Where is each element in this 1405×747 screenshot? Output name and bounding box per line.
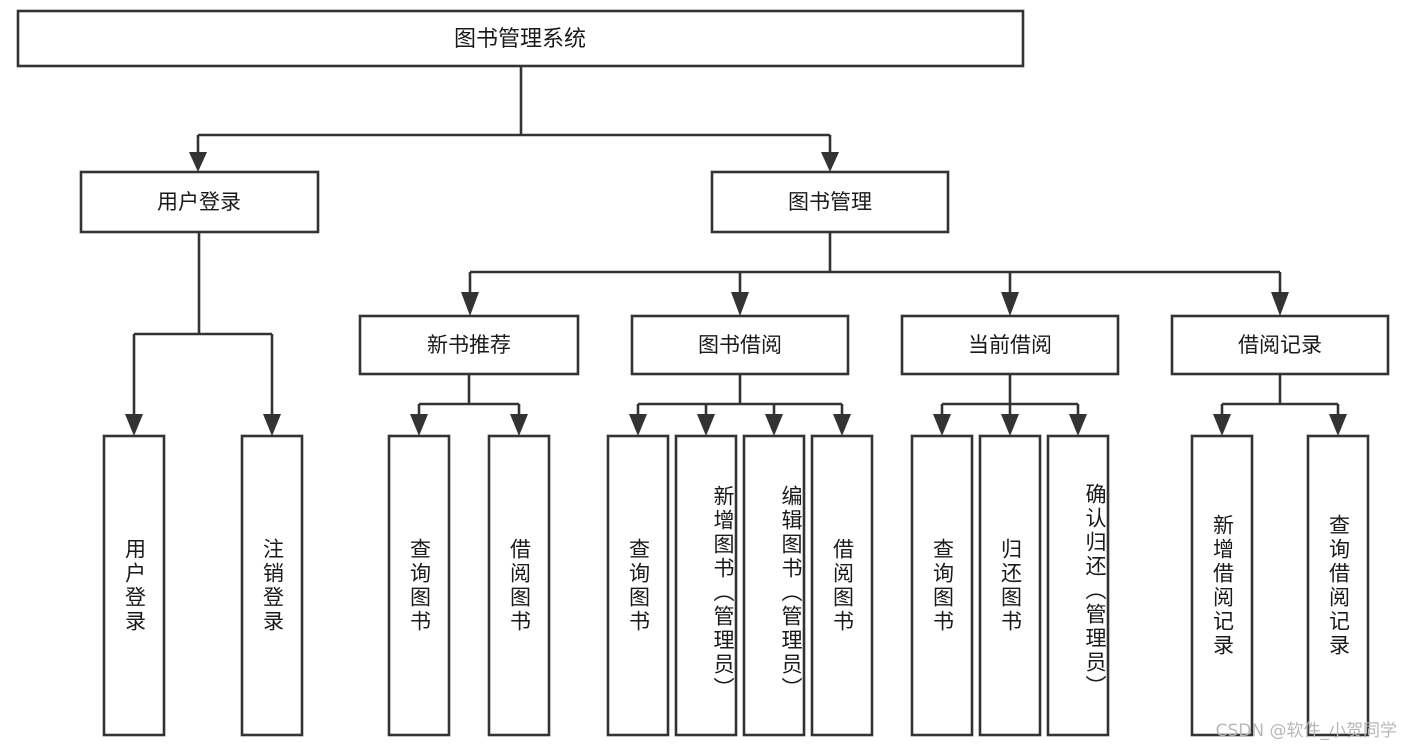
node-user-login-box[interactable] xyxy=(79,170,320,234)
leaf-box-book-borrow-2[interactable] xyxy=(742,434,806,737)
node-book-management-label: 图书管理 xyxy=(788,190,872,214)
node-current-borrow-box[interactable] xyxy=(900,314,1120,376)
node-book-borrow-box[interactable] xyxy=(630,314,850,376)
node-current-borrow-label: 当前借阅 xyxy=(968,333,1052,357)
leaf-boxes-user-login xyxy=(102,434,304,737)
leaf-box-new-book-1[interactable] xyxy=(487,434,551,737)
node-new-book-recommend[interactable]: 新书推荐 xyxy=(358,314,580,376)
node-book-borrow[interactable]: 图书借阅 xyxy=(630,314,850,376)
node-new-book-recommend-label: 新书推荐 xyxy=(427,333,511,357)
arrow-head-icon xyxy=(125,414,143,436)
leaf-box-book-borrow-1[interactable] xyxy=(674,434,738,737)
node-borrow-record[interactable]: 借阅记录 xyxy=(1170,314,1390,376)
arrow-head-icon xyxy=(1001,414,1019,436)
connectors-bookmgmt-to-level2 xyxy=(461,232,1289,316)
leaf-boxes-new-book-recommend xyxy=(387,434,551,737)
connectors-bookborrow-to-leaves xyxy=(629,374,851,436)
arrow-head-icon xyxy=(510,414,528,436)
arrow-head-icon xyxy=(1069,414,1087,436)
watermark-text: CSDN @软件_小贺同学 xyxy=(1215,721,1397,741)
leaf-box-borrow-record-0[interactable] xyxy=(1190,434,1254,737)
node-borrow-record-label: 借阅记录 xyxy=(1238,333,1322,357)
arrow-head-icon xyxy=(697,414,715,436)
node-book-management[interactable]: 图书管理 xyxy=(710,170,950,234)
leaf-box-new-book-0[interactable] xyxy=(387,434,451,737)
node-book-management-box[interactable] xyxy=(710,170,950,234)
leaf-box-book-borrow-3[interactable] xyxy=(810,434,874,737)
node-borrow-record-box[interactable] xyxy=(1170,314,1390,376)
arrow-head-icon xyxy=(461,292,479,316)
arrow-head-icon xyxy=(933,414,951,436)
connectors-userlogin-to-leaves xyxy=(125,232,281,436)
connectors-newbook-to-leaves xyxy=(410,374,528,436)
arrow-head-icon xyxy=(410,414,428,436)
arrow-head-icon xyxy=(189,152,207,172)
arrow-head-icon xyxy=(1213,414,1231,436)
leaf-box-user-login-1[interactable] xyxy=(240,434,304,737)
connectors-borrowrecord-to-leaves xyxy=(1213,374,1347,436)
node-book-borrow-label: 图书借阅 xyxy=(698,333,782,357)
arrow-head-icon xyxy=(833,414,851,436)
node-user-login[interactable]: 用户登录 xyxy=(79,170,320,234)
arrow-head-icon xyxy=(731,292,749,316)
arrow-head-icon xyxy=(263,414,281,436)
arrow-head-icon xyxy=(1001,292,1019,316)
node-new-book-recommend-box[interactable] xyxy=(358,314,580,376)
arrow-head-icon xyxy=(821,152,839,172)
leaf-box-current-borrow-2[interactable] xyxy=(1046,434,1110,737)
arrow-head-icon xyxy=(1271,292,1289,316)
leaf-boxes-current-borrow xyxy=(910,434,1110,737)
arrow-head-icon xyxy=(1329,414,1347,436)
leaf-box-book-borrow-0[interactable] xyxy=(606,434,670,737)
arrow-head-icon xyxy=(765,414,783,436)
leaf-boxes-borrow-record xyxy=(1190,434,1370,737)
leaf-box-borrow-record-1[interactable] xyxy=(1306,434,1370,737)
leaf-box-user-login-0[interactable] xyxy=(102,434,166,737)
node-user-login-label: 用户登录 xyxy=(157,190,241,214)
leaf-boxes-book-borrow xyxy=(606,434,874,737)
node-current-borrow[interactable]: 当前借阅 xyxy=(900,314,1120,376)
node-root[interactable]: 图书管理系统 xyxy=(16,9,1025,68)
node-root-box[interactable] xyxy=(16,9,1025,68)
connectors-currentborrow-to-leaves xyxy=(933,374,1087,436)
leaf-box-current-borrow-1[interactable] xyxy=(978,434,1042,737)
leaf-box-current-borrow-0[interactable] xyxy=(910,434,974,737)
arrow-head-icon xyxy=(629,414,647,436)
connectors-root-to-level1 xyxy=(189,66,839,172)
node-root-label: 图书管理系统 xyxy=(454,27,586,52)
